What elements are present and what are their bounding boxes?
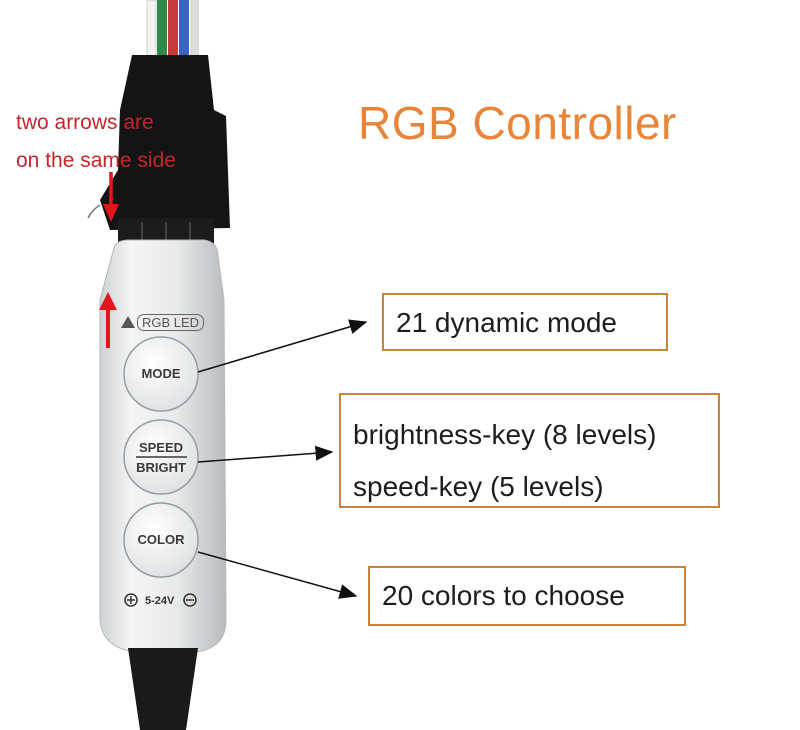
- callout-color-text: 20 colors to choose: [382, 580, 625, 611]
- mode-button[interactable]: [123, 336, 199, 412]
- bright-button-label: BRIGHT: [136, 460, 186, 475]
- arrow-note-line-1: two arrows are: [16, 111, 154, 134]
- callout-mode-text: 21 dynamic mode: [396, 307, 618, 338]
- bottom-cable: [128, 648, 198, 730]
- warning-icon: [121, 316, 135, 328]
- voltage-label: 5-24V: [145, 595, 175, 607]
- red-arrow-up: [99, 292, 117, 348]
- arrow-mode: [197, 319, 368, 373]
- callout-color: 20 colors to choose: [368, 566, 686, 626]
- minus-icon: [183, 593, 197, 607]
- diagram-title: RGB Controller: [358, 97, 677, 149]
- mode-button-label: MODE: [141, 366, 181, 381]
- callout-speed-text: speed-key (5 levels): [353, 471, 604, 502]
- red-arrow-down: [103, 172, 119, 222]
- plus-icon: [124, 593, 138, 607]
- speed-button-label: SPEED: [138, 440, 184, 455]
- arrow-note: two arrows are on the same side: [16, 104, 176, 180]
- arrow-note-line-2: on the same side: [16, 149, 176, 172]
- callout-speed-bright: brightness-key (8 levels) speed-key (5 l…: [339, 393, 720, 508]
- arrow-color: [197, 551, 358, 599]
- callout-mode: 21 dynamic mode: [382, 293, 668, 351]
- callout-brightness-text: brightness-key (8 levels): [353, 419, 657, 450]
- arrow-speed-bright: [197, 445, 334, 463]
- brand-label: RGB LED: [137, 314, 205, 331]
- color-button[interactable]: [123, 502, 199, 578]
- color-button-label: COLOR: [137, 532, 185, 547]
